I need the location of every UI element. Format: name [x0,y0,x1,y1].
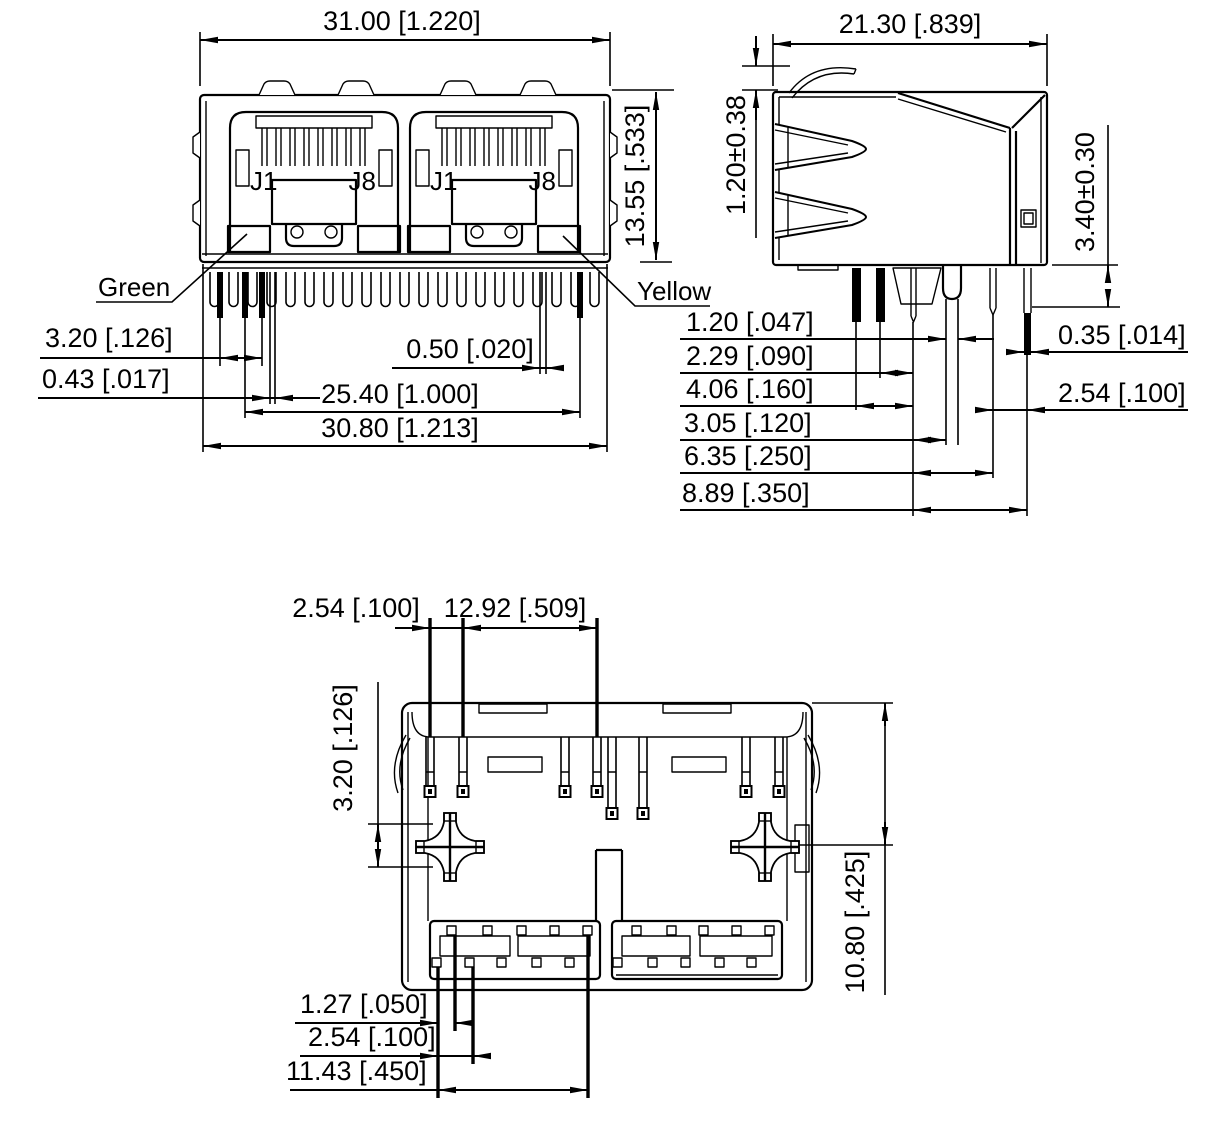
bottom-body [393,701,821,992]
led-pin [577,272,583,318]
solder-pin [852,268,861,322]
side-pins [852,265,1032,516]
pin-label-j8: J8 [349,166,376,196]
latch-bump [439,80,477,96]
shield-side-tab-left [192,131,201,227]
bottom-dimensions: 2.54 [.100] 12.92 [.509] 3.20 [.126] 10.… [286,593,893,1098]
dim-pad-span: 11.43 [.450] [286,1056,427,1086]
dim-pad-offset: 1.27 [.050] [300,989,428,1019]
rj45-port-2 [406,110,582,254]
dim-pin: 1.20 [.047] [686,307,814,337]
dim-pin-pitch: 2.54 [.100] [1058,378,1186,408]
dim-pin-thickness: 0.43 [.017] [42,364,170,394]
bottom-view: 2.54 [.100] 12.92 [.509] 3.20 [.126] 10.… [286,593,893,1098]
dim-height: 13.55 [.533] [620,105,650,248]
latch-bump [258,80,296,96]
front-view: J1 J8 J1 J8 31.00 [1.220] [38,6,711,452]
side-dimensions: 21.30 [.839] 1.20±0.38 3.40±0.30 1.20 [.… [680,9,1188,514]
dim-pin: 2.29 [.090] [686,341,814,371]
led-window-yellow [536,224,582,254]
dim-finger-height: 1.20±0.38 [721,95,751,215]
front-dimensions: 31.00 [1.220] 13.55 [.533] 3.20 [.126] 0… [38,6,711,452]
pin-label-j8: J8 [529,166,556,196]
side-window [1020,209,1037,228]
ground-finger [788,67,857,99]
dim-pin: 3.05 [.120] [684,408,812,438]
led-window [406,224,452,254]
side-body [771,67,1049,271]
dim-pad-pitch-bottom: 2.54 [.100] [308,1022,436,1052]
green-leader-line [96,233,248,303]
dim-pad-row-span: 12.92 [.509] [444,593,587,623]
led-window [356,224,402,254]
board-lock [941,265,963,301]
ground-finger [393,734,411,794]
yellow-leader-line [562,235,710,307]
dim-pad-pitch-top: 2.54 [.100] [292,593,420,623]
latch-bump [519,80,557,96]
dim-body-width: 30.80 [1.213] [321,413,479,443]
latch-bump [337,80,375,96]
dim-led-pin-span: 25.40 [1.000] [321,379,479,409]
side-view: 21.30 [.839] 1.20±0.38 3.40±0.30 1.20 [.… [680,9,1188,516]
plug-cavity [270,178,358,226]
led-green-label: Green [98,272,170,302]
shield-side-tab-right [609,131,618,227]
dim-pin: 4.06 [.160] [686,374,814,404]
led-pin [242,272,248,318]
dim-post-offset: 3.20 [.126] [328,684,358,812]
plug-cavity [450,178,538,226]
pin-label-j1: J1 [250,166,277,196]
dim-led-pin-gap: 0.50 [.020] [406,334,534,364]
dim-pin-row-offset: 3.20 [.126] [45,323,173,353]
led-pin [259,272,265,318]
bottom-pad-blocks [428,919,784,981]
rj45-port-1 [226,110,402,254]
ground-finger [803,734,821,794]
dim-depth-to-post: 10.80 [.425] [840,851,870,994]
dim-depth: 21.30 [.839] [839,9,982,39]
solder-pin [876,268,885,322]
pin-label-j1: J1 [430,166,457,196]
dim-pin: 6.35 [.250] [684,441,812,471]
dim-pin-width: 0.35 [.014] [1058,320,1186,350]
standoff-post [892,267,942,305]
led-pin [217,272,223,318]
dim-pin: 8.89 [.350] [682,478,810,508]
solder-pin [1024,313,1031,355]
center-tab [594,848,624,921]
led-yellow-label: Yellow [637,276,711,306]
dim-standoff-height: 3.40±0.30 [1070,132,1100,252]
ground-finger-comb [202,261,608,404]
front-shield-body [192,80,618,264]
dim-width: 31.00 [1.220] [323,6,481,36]
led-window-green [226,224,272,254]
